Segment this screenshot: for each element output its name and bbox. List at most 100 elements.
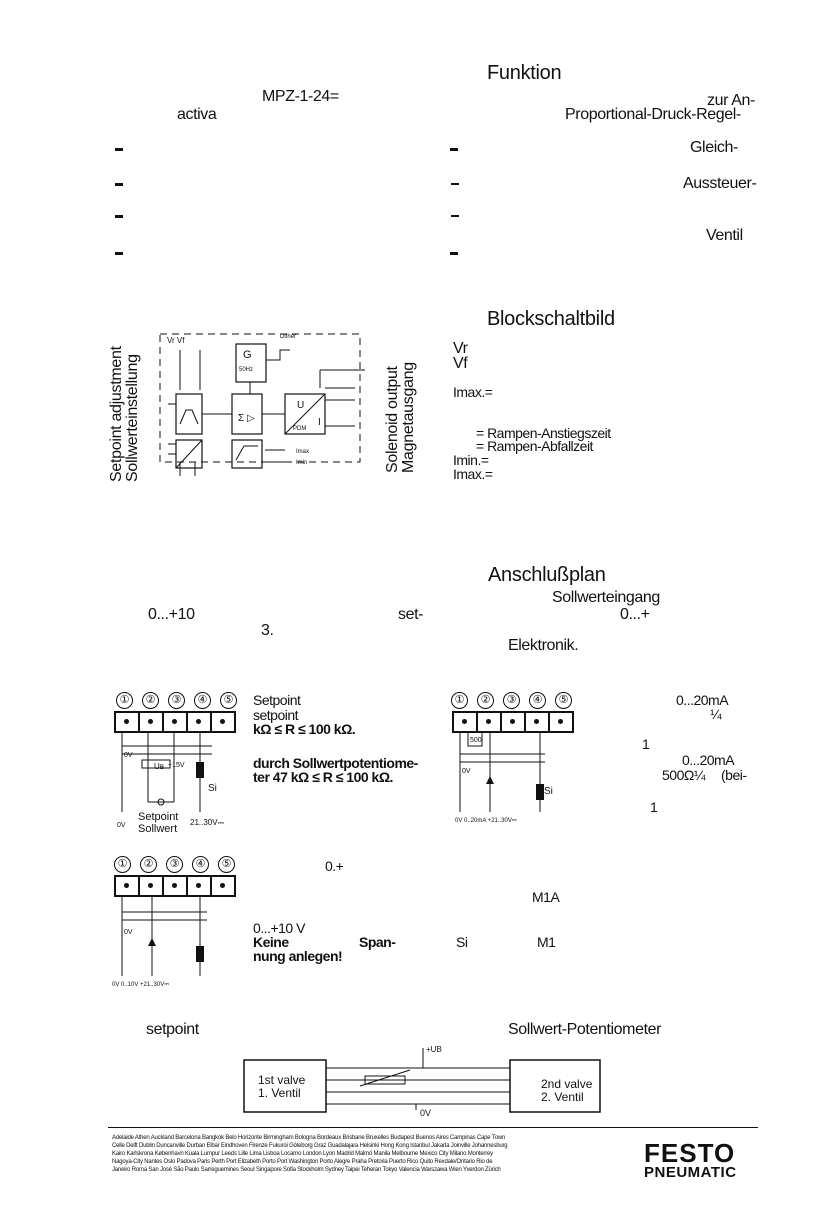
set-text: set-	[398, 606, 424, 623]
range-text: 0.+	[325, 858, 344, 874]
gleich-text: Gleich-	[690, 139, 738, 156]
dual-valve-diagram	[243, 1048, 601, 1113]
cities-line-1: Adelaide Athen Auckland Barcelona Bangko…	[112, 1135, 506, 1141]
legend-imin: Imin.=	[453, 452, 489, 468]
model-text: MPZ-1-24=	[262, 88, 339, 105]
cities-line-4: Nagoya-City Nantes Oslo Padova Paris Per…	[112, 1159, 493, 1165]
bullet-dash	[451, 183, 459, 185]
valve1-en: 1st valve	[258, 1073, 306, 1087]
funktion-heading: Funktion	[487, 62, 562, 84]
block-pdm: PDM	[293, 426, 307, 432]
diagram3-bottom: 0V 0..10V +21..30V⎓	[112, 982, 169, 988]
si-label: Si	[208, 783, 217, 794]
legend-imax2: Imax.=	[453, 466, 493, 482]
bei-text: (bei-	[721, 767, 747, 783]
ov-bottom-label: 0V	[117, 822, 126, 829]
one2-text: 1	[650, 799, 658, 815]
wiring-diagram-2	[459, 732, 545, 812]
ub-label: +UB	[426, 1045, 442, 1054]
range-ma-text: 0...20mA	[676, 692, 729, 708]
plus15-label: +15V	[168, 762, 185, 769]
block-g: G	[243, 349, 252, 361]
quarter-text: ¼	[710, 706, 722, 722]
zur-an-text: zur An-	[707, 92, 755, 109]
ov-label: 0V	[420, 1108, 432, 1118]
legend-imax: Imax.=	[453, 384, 493, 400]
setpoint-text: Setpoint	[253, 692, 301, 708]
ohm-text: 500Ω¼	[662, 767, 706, 783]
valve2-en: 2nd valve	[541, 1077, 593, 1091]
keine-text: Keine	[253, 934, 289, 950]
one-text: 1	[642, 736, 650, 752]
span-text: Span-	[359, 934, 396, 950]
range-text: kΩ ≤ R ≤ 100 kΩ.	[253, 721, 356, 737]
blockschaltbild-heading: Blockschaltbild	[487, 308, 615, 330]
terminal-strip-2	[452, 711, 574, 733]
terminal-strip-3	[114, 875, 236, 897]
activa-text: activa	[177, 106, 217, 123]
legend-rampen-ab: = Rampen-Abfallzeit	[476, 438, 593, 454]
range-v-text: 0...+10 V	[253, 920, 305, 936]
ov-label: 0V	[124, 929, 133, 936]
block-imin: Imin	[296, 460, 308, 466]
m1-text: M1	[537, 934, 556, 950]
ov-label: 0V	[124, 752, 133, 759]
cities-line-3: Kairo Karlskrona København Kuala Lumpur …	[112, 1151, 493, 1157]
pneumatic-logo: PNEUMATIC	[644, 1164, 737, 1181]
block-u: U	[297, 400, 305, 411]
block-imax: Imax	[296, 449, 310, 455]
wiring-diagram-1	[121, 732, 212, 812]
setpoint2-text: setpoint	[253, 707, 299, 723]
pot-text-1: durch Sollwertpotentiome-	[253, 755, 418, 771]
r500-label: 500	[470, 737, 482, 744]
festo-logo: FESTO	[644, 1138, 736, 1168]
setpoint-label: Setpoint	[138, 811, 179, 823]
si-text: Si	[456, 934, 468, 950]
bullet-dash	[115, 183, 123, 186]
legend-vf: Vf	[453, 355, 468, 372]
valve1-de: 1. Ventil	[258, 1086, 301, 1100]
terminal-strip-1	[114, 711, 236, 733]
legend-rampen-an: = Rampen-Anstiegszeit	[476, 425, 611, 441]
aussteuer-text: Aussteuer-	[683, 175, 757, 192]
block-50hz: 50Hz	[239, 367, 254, 373]
pot-text-2: ter 47 kΩ ≤ R ≤ 100 kΩ.	[253, 769, 393, 785]
proportional-text: Proportional-Druck-Regel-	[565, 106, 741, 123]
bullet-dash	[451, 215, 459, 217]
range-right-text: 0...+	[620, 606, 650, 623]
ov-label: 0V	[462, 768, 471, 775]
ventil-text: Ventil	[706, 227, 743, 244]
range-left-text: 0...+10	[148, 606, 195, 623]
bullet-dash	[115, 148, 123, 151]
sollwert-pot-text: Sollwert-Potentiometer	[508, 1021, 662, 1038]
block-vr-vf: Vr Vf	[167, 336, 185, 345]
valve2-de: 2. Ventil	[541, 1090, 584, 1104]
wiring-diagram-3	[121, 896, 207, 976]
ub-label: Uв	[154, 762, 165, 771]
cities-line-2: Celle Delft Dublin Duncanville Durban El…	[112, 1143, 508, 1149]
side-label-magnet: Magnetausgang	[400, 362, 417, 473]
three-text: 3.	[261, 622, 274, 639]
block-i: I	[318, 417, 321, 428]
m1a-text: M1A	[532, 889, 560, 905]
footer-rule	[108, 1127, 758, 1128]
bullet-dash	[115, 215, 123, 218]
diagram2-bottom: 0V 0..20mA +21..30V⎓	[455, 818, 517, 824]
anschlussplan-heading: Anschlußplan	[488, 564, 606, 586]
block-diagram	[159, 333, 365, 476]
elektronik-text: Elektronik.	[508, 637, 579, 654]
supply-label: 21..30V⎓	[190, 818, 224, 827]
block-dither: Dither	[280, 334, 297, 340]
cities-line-5: Janeiro Roma San José São Paulo Sarregue…	[112, 1167, 501, 1173]
bullet-dash	[450, 252, 458, 255]
si-label: Si	[544, 786, 553, 797]
block-sum: Σ ▷	[238, 413, 255, 424]
range-ma2-text: 0...20mA	[682, 752, 735, 768]
nung-text: nung anlegen!	[253, 948, 343, 964]
setpoint-bottom-text: setpoint	[146, 1021, 199, 1038]
sollwerteingang-text: Sollwerteingang	[552, 589, 660, 606]
legend-vr: Vr	[453, 340, 468, 357]
